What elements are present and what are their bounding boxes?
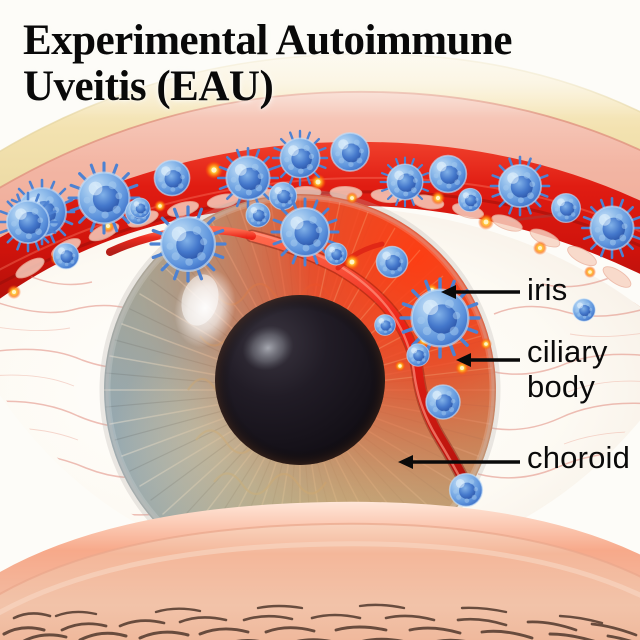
immune-cell	[271, 129, 329, 187]
immune-cell	[0, 191, 59, 253]
corneal-reflection	[174, 268, 236, 348]
arrow-iris	[441, 285, 520, 299]
immune-cell	[489, 155, 551, 217]
immune-cell	[129, 197, 151, 219]
immune-cell	[572, 298, 596, 322]
immune-cell	[245, 202, 271, 228]
immune-cell	[324, 242, 348, 266]
lower-eyelid	[0, 501, 640, 640]
immune-cell	[580, 196, 640, 260]
immune-cell	[67, 161, 141, 235]
immune-cell	[550, 192, 582, 224]
arrow-choroid	[398, 455, 520, 469]
pupil	[215, 295, 385, 465]
immune-cell	[375, 245, 409, 279]
arrow-ciliary-body	[456, 353, 520, 367]
immune-cell-group	[0, 129, 640, 508]
label-choroid: choroid	[527, 440, 631, 475]
immune-cell	[153, 159, 191, 197]
label-ciliary-body: ciliary body	[527, 334, 608, 404]
immune-cell	[425, 384, 461, 420]
pupil-highlight	[242, 325, 294, 371]
label-iris: iris	[527, 272, 568, 307]
immune-cell	[457, 187, 483, 213]
immune-cell	[406, 343, 430, 367]
title-backdrop	[0, 0, 640, 118]
callout-arrows	[398, 285, 520, 469]
immune-cell	[379, 156, 431, 208]
immune-cell	[374, 314, 396, 336]
immune-cell	[216, 146, 280, 210]
immune-cell	[268, 181, 298, 211]
immune-cell	[448, 472, 484, 508]
immune-cell	[149, 205, 227, 283]
immune-cell	[428, 154, 468, 194]
immune-cell	[330, 132, 370, 172]
page-title: Experimental Autoimmune Uveitis (EAU)	[23, 17, 512, 110]
immune-cell	[52, 242, 80, 270]
eyelashes	[2, 603, 640, 640]
